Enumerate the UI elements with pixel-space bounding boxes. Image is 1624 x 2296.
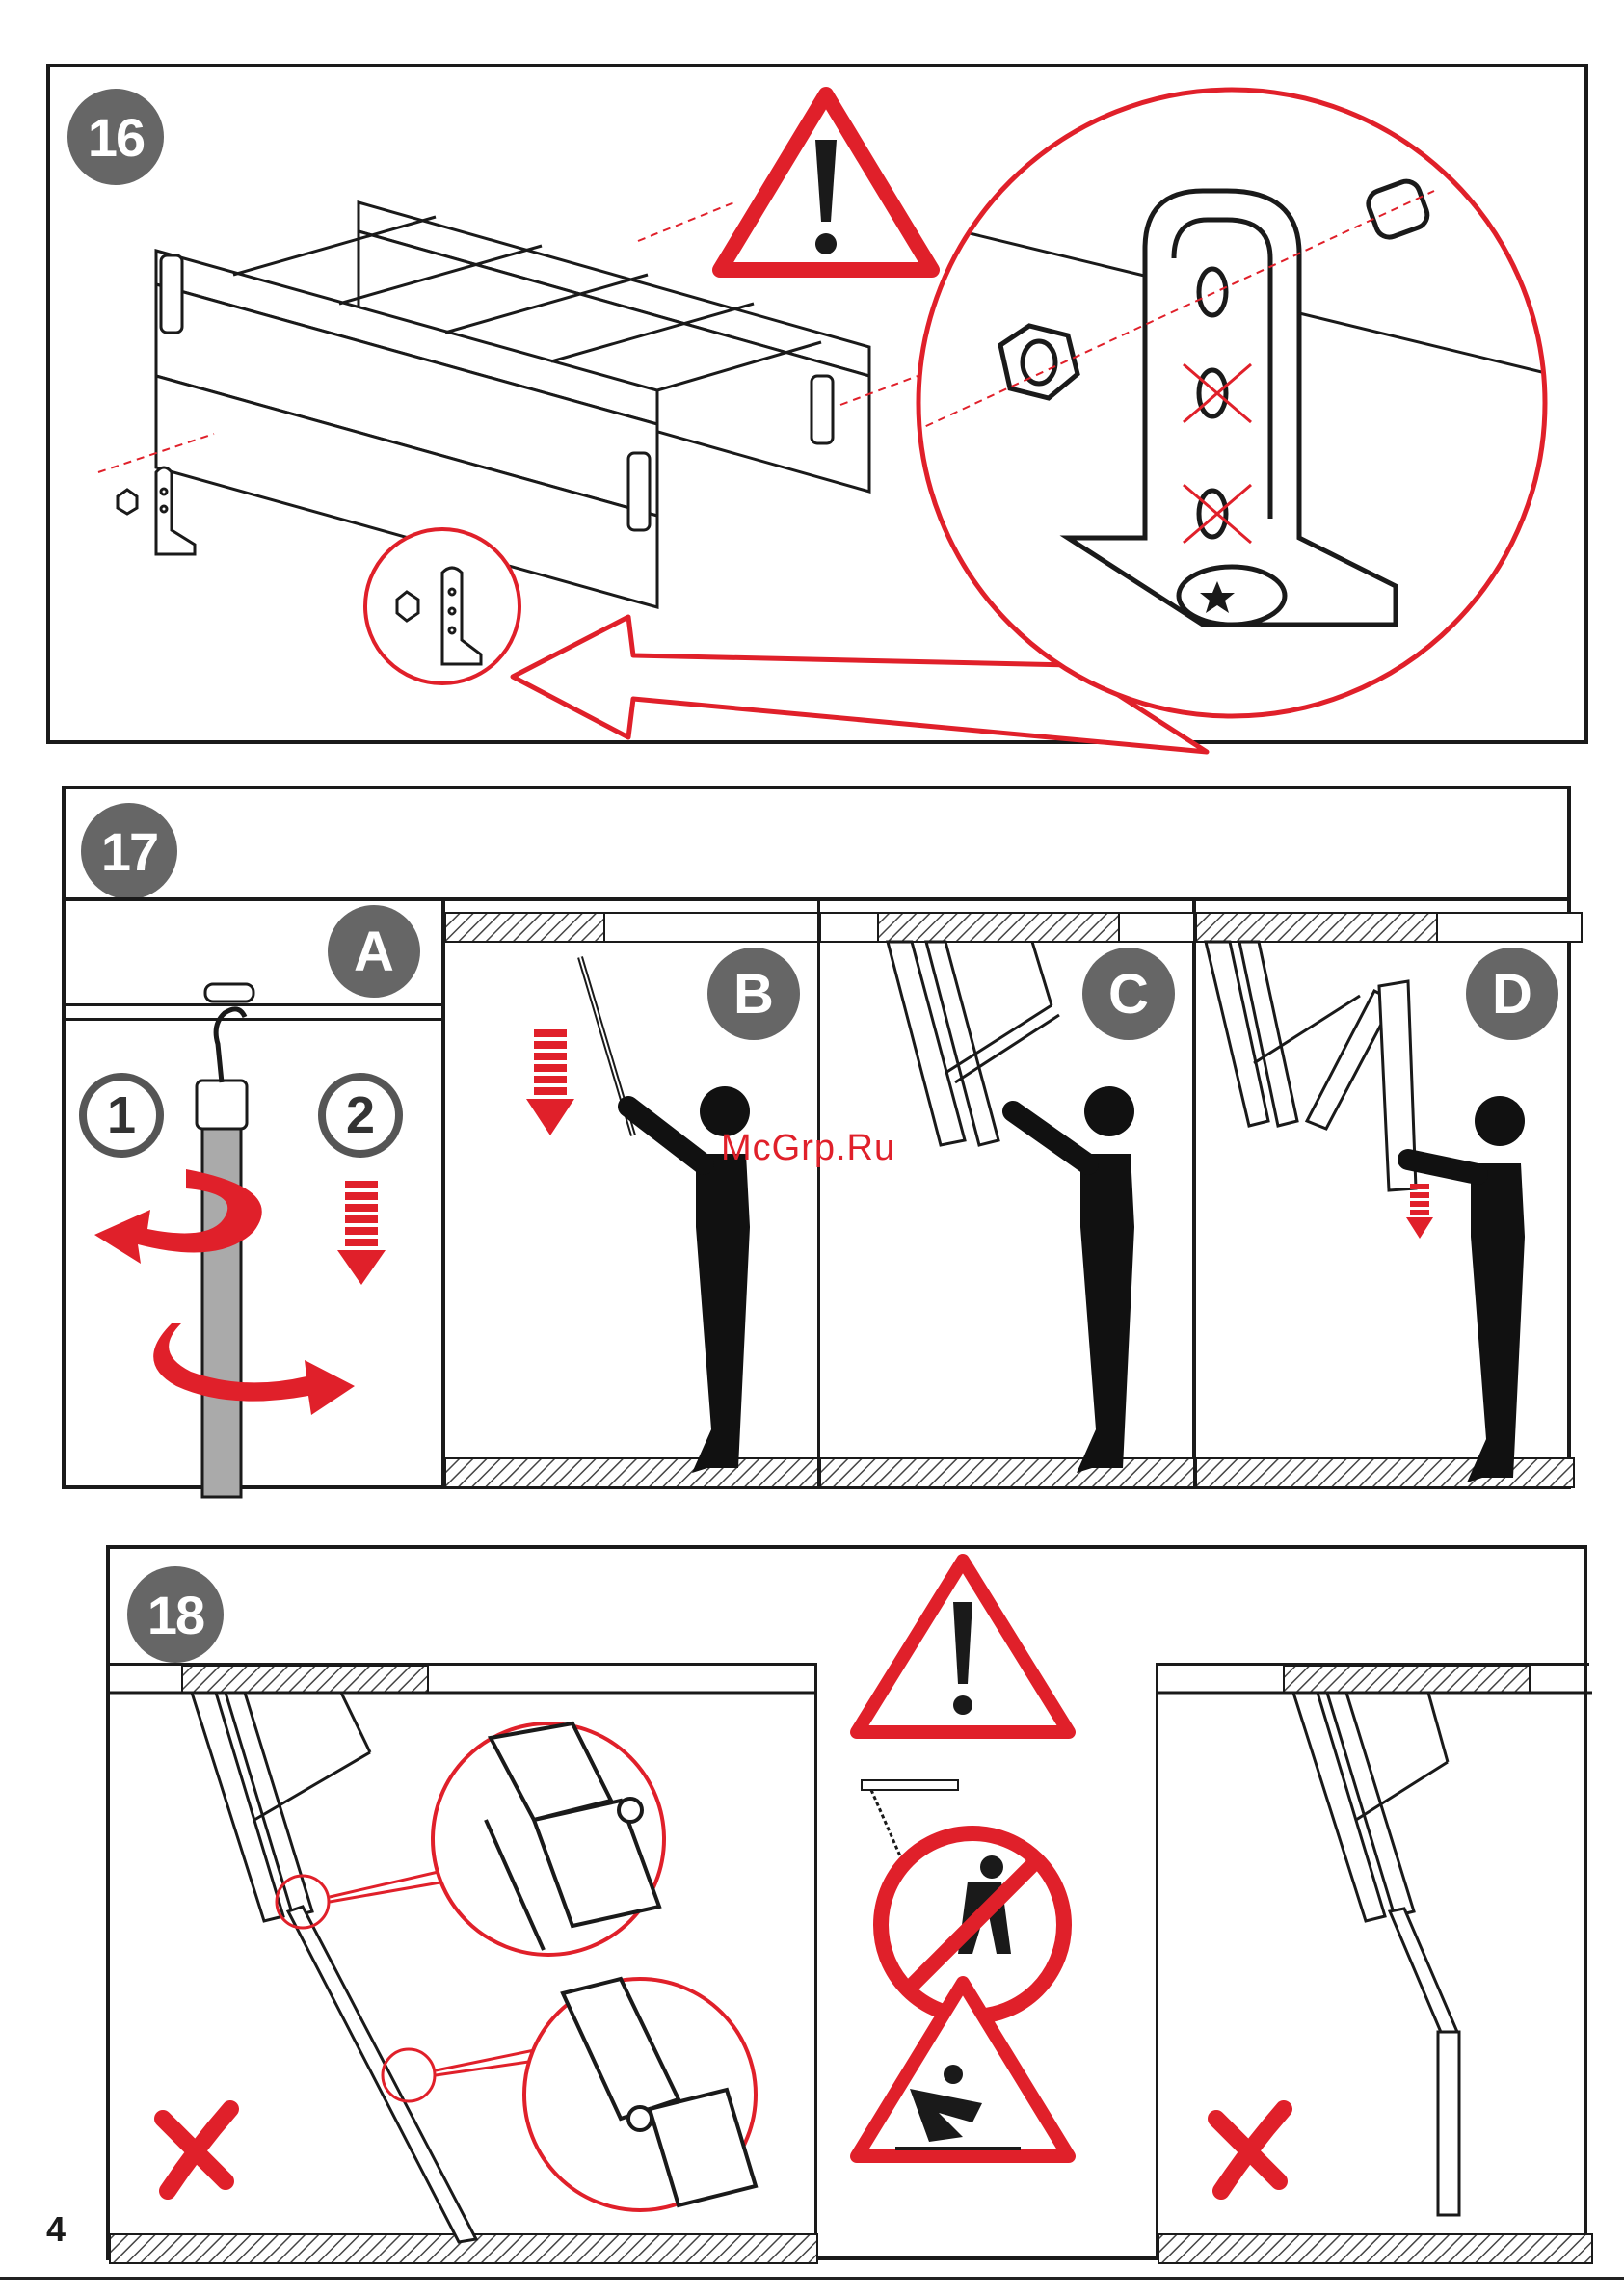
subpanel-d: D (1193, 899, 1571, 1489)
subpanel-c-letter: C (1082, 948, 1175, 1040)
middle-warnings (813, 1549, 1112, 2166)
step-16-badge: 16 (67, 89, 164, 185)
detail-circle-large (914, 85, 1550, 721)
step-18-panel: 18 (106, 1545, 1587, 2260)
gap-unfold-illustration (1158, 1666, 1592, 2263)
subpanel-c: C (817, 899, 1195, 1489)
subpanel-d-letter: D (1466, 948, 1558, 1040)
step-18-badge: 18 (127, 1566, 224, 1663)
subpanel-b: B (442, 899, 820, 1489)
subpanel-a: A 1 2 (66, 899, 444, 1489)
subpanel-b-letter: B (707, 948, 800, 1040)
warning-triangle-icon (715, 87, 937, 280)
detail-circle-small (360, 524, 524, 688)
incorrect-scene-right (1156, 1663, 1589, 2260)
step-16-panel: 16 (46, 64, 1588, 744)
page-number: 4 (46, 2209, 66, 2250)
incorrect-scene-left (110, 1663, 817, 2260)
footer-rule (0, 2277, 1624, 2280)
partial-unfold-illustration (110, 1666, 817, 2263)
pole-hook-illustration (66, 899, 444, 1489)
step-17-badge: 17 (81, 803, 177, 899)
watermark-text: McGrp.Ru (721, 1128, 895, 1169)
